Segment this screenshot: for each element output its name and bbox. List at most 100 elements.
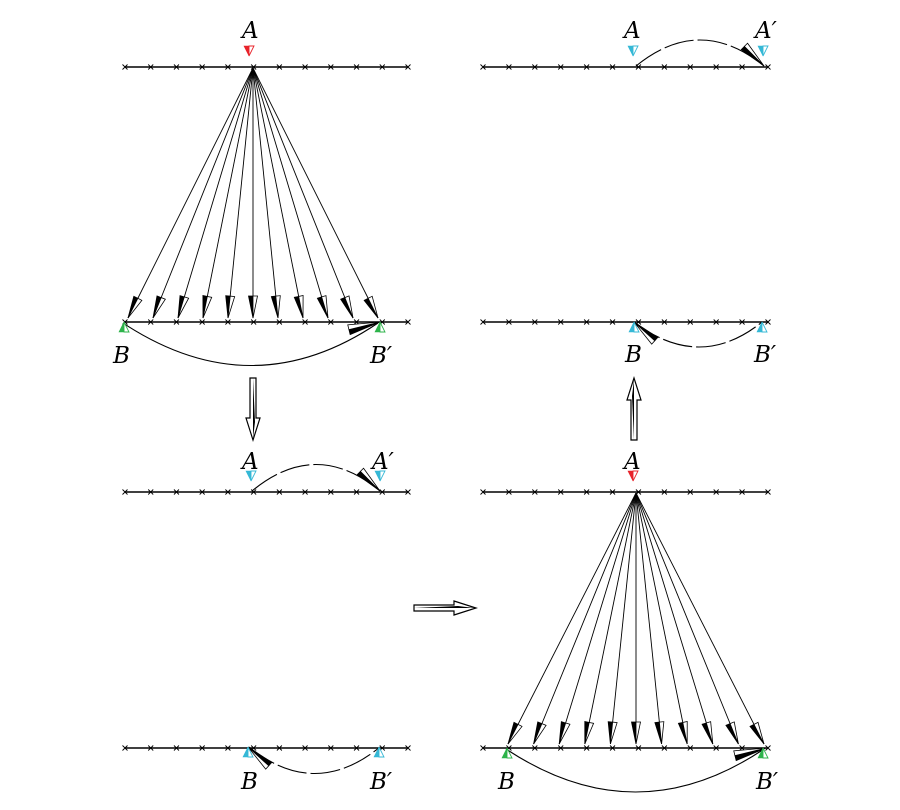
panel3-bottom-axis-tick	[687, 745, 694, 751]
panel4-top-axis-tick	[687, 64, 694, 70]
panel4-bottom-axis-tick	[661, 319, 668, 325]
panel2-bottom-axis-tick	[173, 745, 180, 751]
panel1-fan-line	[177, 67, 254, 319]
transition-right-arrow-fill	[414, 606, 474, 608]
panel4-top-arc	[635, 39, 765, 67]
panel3-fan-line	[533, 492, 637, 745]
panel3-top-axis-tick	[506, 489, 512, 495]
panel3-fan-line	[635, 492, 714, 745]
label-a-panel4: A	[624, 18, 641, 44]
panel2-bottom-axis-tick	[302, 745, 308, 751]
panel2-top-axis-tick	[302, 489, 308, 495]
panel2-marker-a-prime-outline	[379, 470, 386, 482]
panel2-bottom-axis-tick	[199, 745, 206, 751]
panel4-bottom-axis-tick	[713, 319, 720, 325]
panel3-fan-arrow-light	[584, 721, 595, 745]
panel1-fan-arrow-light	[152, 297, 166, 319]
panel4-marker-a-outline	[632, 45, 639, 57]
panel3-arc-arrow-light	[733, 747, 767, 757]
panel4-bottom-axis-tick	[506, 319, 512, 325]
panel3-fan-arrow-light	[610, 721, 618, 745]
panel3-fan-line	[507, 492, 637, 745]
panel1-fan-arrow-light	[298, 295, 304, 319]
panel3-arc	[505, 748, 765, 793]
panel2-top-axis-tick	[122, 489, 128, 495]
panel1-fan-line	[152, 67, 254, 319]
panel3-top-axis-tick	[687, 489, 694, 495]
panel3-fan-line	[558, 492, 637, 745]
panel2-bottom-axis-tick	[147, 745, 154, 751]
panel1-bottom-axis-tick	[199, 319, 206, 325]
panel2-bottom-axis-tick	[353, 745, 360, 751]
panel4-bottom-axis-tick	[480, 319, 486, 325]
label-a-panel3: A	[624, 449, 641, 475]
panel1-top-axis-tick	[122, 64, 128, 70]
panel4-top-axis-tick	[480, 64, 486, 70]
transition-down-arrow-fill	[253, 378, 255, 438]
panel4-top-axis-tick	[739, 64, 745, 70]
panel3-fan-line	[584, 492, 637, 745]
panel1-fan-line	[252, 67, 304, 319]
panel1-fan-line	[227, 67, 254, 319]
panel1-top-axis-tick	[225, 64, 231, 70]
panel1-fan-arrow-dark	[248, 295, 254, 319]
panel1-bottom-axis-tick	[250, 319, 257, 325]
panel3-top-axis-tick	[739, 489, 745, 495]
panel3-fan-line	[635, 492, 663, 745]
panel2-marker-b-outline	[247, 746, 254, 758]
panel2-top-axis-tick	[405, 489, 411, 495]
panel1-fan-arrow-light	[344, 295, 354, 319]
panel1-marker-b-prime-outline	[379, 321, 386, 333]
panel3-fan-line	[635, 492, 739, 745]
panel3-bottom-axis-tick	[635, 745, 642, 751]
panel1-fan-line	[252, 67, 379, 319]
panel1-marker-b-outline	[123, 321, 130, 333]
panel3-top-axis-tick	[583, 489, 590, 495]
panel1-bottom-axis-tick	[327, 319, 334, 325]
panel1-bottom-axis-tick	[173, 319, 180, 325]
panel2-bottom-axis-tick	[225, 745, 231, 751]
panel2-top-arc-arrow-light	[359, 467, 381, 492]
panel3-fan-line	[609, 492, 637, 745]
panel4-bottom-axis-tick	[739, 319, 745, 325]
panel3-fan-arrow-light	[658, 721, 665, 745]
panel3-top-axis-tick	[557, 489, 564, 495]
panel2-top-axis-tick	[225, 489, 231, 495]
panel3-bottom-axis-tick	[609, 745, 616, 751]
label-b-panel3: B	[498, 769, 515, 795]
panel3-marker-b-fill	[501, 747, 508, 759]
panel1-fan-line	[252, 67, 279, 319]
panel2-top-axis-tick	[147, 489, 154, 495]
panel1-arc	[122, 322, 379, 367]
panel2-bottom-axis-tick	[122, 745, 128, 751]
panel4-marker-b-fill	[628, 321, 635, 333]
panel3-fan-arrow-light	[507, 723, 523, 745]
panel4-bottom-axis-tick	[687, 319, 694, 325]
panel3-top-axis-tick	[713, 489, 720, 495]
panel4-top-axis-tick	[765, 64, 771, 70]
panel3-fan-line	[635, 492, 688, 745]
panel2-top-arc	[251, 464, 381, 492]
panel3-fan-arrow-dark	[631, 721, 637, 745]
panel1-fan-arrow-light	[127, 297, 143, 319]
panel4-top-arc-arrow-light	[743, 42, 765, 67]
panel3-top-axis-tick	[765, 489, 771, 495]
panel3-marker-b-outline	[506, 747, 513, 759]
panel3-top-axis-tick	[480, 489, 486, 495]
panel3-bottom-axis-tick	[480, 745, 486, 751]
panel2-bottom-arc-arrow-light	[247, 746, 270, 770]
panel3-fan-arrow-light	[729, 721, 739, 745]
panel1-top-axis-tick	[302, 64, 308, 70]
panel3-fan-arrow-light	[753, 721, 765, 745]
panel4-bottom-arc-arrow-light	[633, 321, 656, 345]
panel4-marker-a-prime-outline	[762, 45, 769, 57]
panel1-bottom-axis-tick	[147, 319, 154, 325]
panel1-fan-arrow-light	[321, 295, 329, 319]
panel3-fan-arrow-light	[533, 723, 547, 745]
panel3-fan-arrow-light	[558, 722, 571, 745]
panel1-top-axis-tick	[327, 64, 334, 70]
panel1-top-axis-tick	[353, 64, 360, 70]
panel1-fan-arrow-light	[227, 295, 236, 319]
panel1-bottom-axis-tick	[225, 319, 231, 325]
panel2-top-axis-tick	[199, 489, 206, 495]
